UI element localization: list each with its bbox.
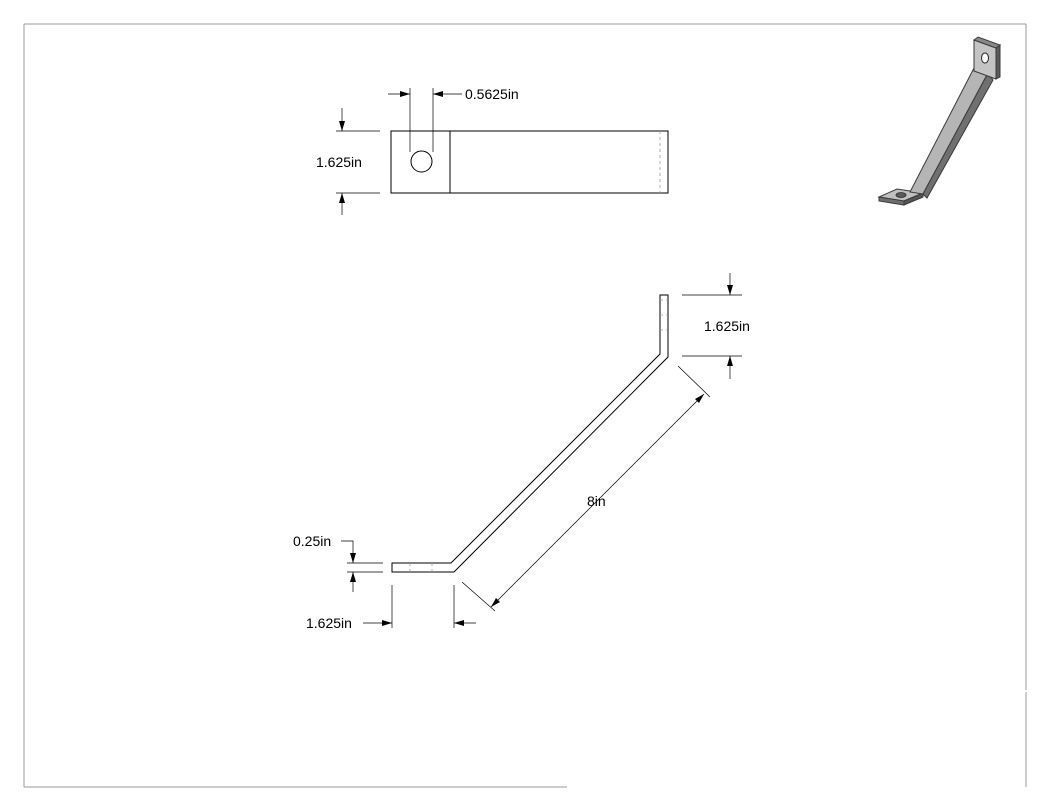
iso-upper-hole xyxy=(981,52,989,64)
iso-diagonal-edge xyxy=(922,72,994,199)
dim-upper-flange: 1.625in xyxy=(682,273,750,379)
iso-diagonal xyxy=(909,67,989,195)
dim-diagonal-text: 8in xyxy=(587,493,606,509)
iso-upper-flange-top xyxy=(972,36,1002,49)
dim-hole-offset-text: 0.5625in xyxy=(465,86,519,102)
iso-lower-hole xyxy=(895,192,907,198)
dim-hole-offset: 0.5625in xyxy=(388,86,519,152)
dim-diagonal: 8in xyxy=(461,365,711,612)
top-view xyxy=(390,130,669,194)
bracket-profile xyxy=(391,294,669,573)
dim-upper-flange-text: 1.625in xyxy=(704,318,750,334)
dim-lower-flange-text: 1.625in xyxy=(306,615,352,631)
iso-lower-flange-end xyxy=(903,192,924,206)
dim-top-width-text: 1.625in xyxy=(316,154,362,170)
dim-thickness-text: 0.25in xyxy=(293,533,331,549)
isometric-view xyxy=(877,36,1002,206)
top-view-outline xyxy=(390,130,669,194)
sheet-border xyxy=(23,23,1027,788)
front-view xyxy=(391,294,669,573)
iso-upper-flange-edge xyxy=(995,44,1001,80)
dim-lower-flange: 1.625in xyxy=(306,585,476,631)
dim-thickness: 0.25in xyxy=(293,533,383,592)
dim-top-width: 1.625in xyxy=(316,108,380,215)
mounting-hole xyxy=(410,150,433,173)
